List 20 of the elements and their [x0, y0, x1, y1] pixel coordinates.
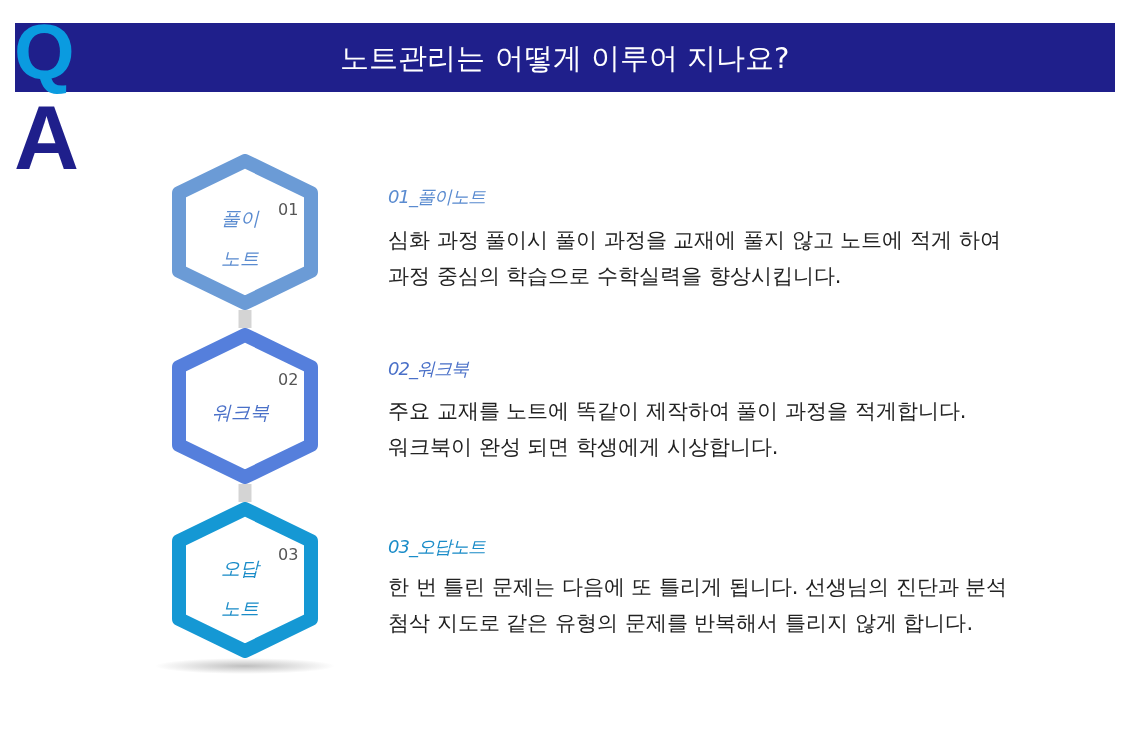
connector — [238, 310, 252, 328]
hexagon-frame — [172, 154, 318, 310]
answer-letter: A — [14, 102, 79, 174]
step-description: 심화 과정 풀이시 풀이 과정을 교재에 풀지 않고 노트에 적게 하여 과정 중심의 학습으로 수학실력을 향상시킵니다. — [388, 227, 1002, 290]
title: 노트관리는 어떻게 이루어 지나요? — [340, 39, 790, 76]
step-heading: 02_워크북 — [388, 357, 468, 382]
hexagon-label: 풀이 노트 — [220, 206, 261, 271]
hexagon-label: 워크북 — [210, 400, 270, 425]
step-description: 주요 교재를 노트에 똑같이 제작하여 풀이 과정을 적게합니다. 워크북이 완성 되면 학생에게 시상합니다. — [388, 398, 968, 461]
step-number: 02 — [278, 370, 299, 390]
step-number: 01 — [278, 200, 299, 220]
connector — [238, 484, 252, 502]
hexagon-frame — [172, 502, 318, 658]
step-description: 한 번 틀린 문제는 다음에 또 틀리게 됩니다. 선생님의 진단과 분석 첨삭 지도로 같은 유형의 문제를 반복해서 틀리지 않게 합니다. — [388, 574, 1009, 637]
question-letter: Q — [14, 9, 75, 95]
hexagon-label: 오답 노트 — [220, 556, 262, 621]
hexagon-frame — [172, 328, 318, 484]
step-number: 03 — [278, 545, 299, 565]
step-heading: 01_풀이노트 — [388, 185, 485, 210]
step-heading: 03_오답노트 — [388, 535, 485, 560]
